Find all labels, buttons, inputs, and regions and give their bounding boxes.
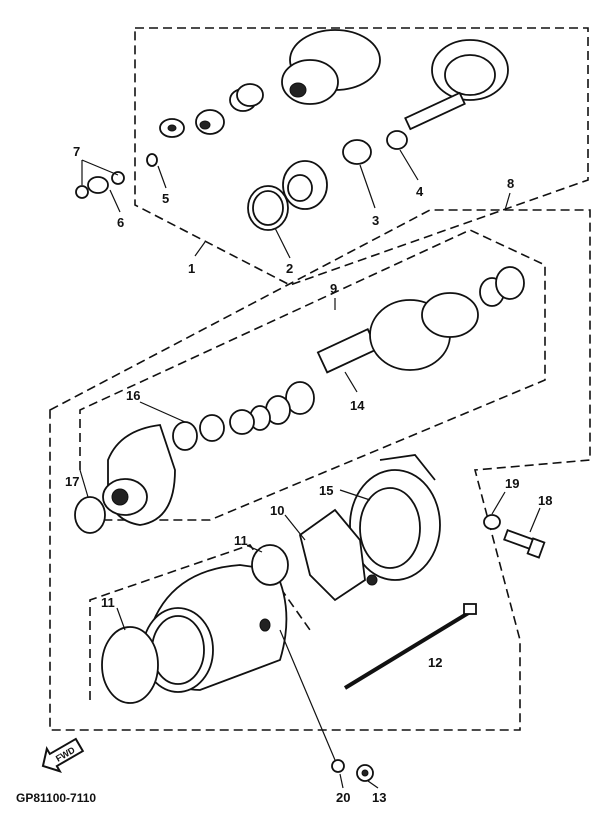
snap-ring — [146, 153, 158, 167]
callout-4: 4 — [416, 184, 424, 199]
washer — [159, 118, 185, 138]
leader-lines — [79, 149, 541, 789]
clutch-housing — [281, 29, 381, 105]
callout-10: 10 — [270, 503, 284, 518]
callout-15: 16 — [126, 388, 140, 403]
front-cover — [102, 424, 176, 526]
rear-cover — [349, 454, 441, 581]
callout-2: 2 — [286, 261, 293, 276]
callout-12: 12 — [428, 655, 442, 670]
washer-19 — [331, 759, 345, 773]
callout-5: 5 — [162, 191, 169, 206]
callout-13: 14 — [350, 398, 365, 413]
gasket-front — [101, 626, 159, 704]
fwd-arrow-icon: FWD — [41, 737, 85, 773]
o-ring — [74, 496, 106, 534]
diagram-code: GP81100-7110 — [16, 791, 96, 805]
gasket-rear — [251, 544, 289, 586]
bolt — [503, 529, 546, 559]
callout-19: 20 — [336, 790, 350, 805]
clip — [342, 139, 372, 165]
callout-20: 13 — [372, 790, 386, 805]
callout-11-front: 11 — [101, 595, 115, 610]
group-9-boundary — [79, 229, 546, 521]
spring-set — [75, 171, 125, 199]
callout-8: 8 — [507, 176, 514, 191]
callout-1: 1 — [188, 261, 195, 276]
retainer-ring — [247, 185, 289, 231]
callout-17: 18 — [538, 493, 552, 508]
callout-16: 17 — [65, 474, 79, 489]
pinion-shaft — [404, 39, 509, 131]
callout-14: 15 — [319, 483, 333, 498]
armature — [316, 292, 479, 374]
callout-18: 19 — [505, 476, 519, 491]
group-11-boundary — [89, 544, 311, 700]
callout-7: 7 — [73, 144, 80, 159]
sleeve — [195, 109, 225, 135]
spring — [229, 83, 264, 112]
callout-9: 9 — [330, 281, 337, 296]
bearing — [282, 160, 328, 210]
group-8-boundary — [49, 209, 591, 731]
callout-6: 6 — [117, 215, 124, 230]
through-bolt — [343, 603, 477, 690]
callout-3: 3 — [372, 213, 379, 228]
group-1-boundary — [134, 27, 589, 286]
brush-holder — [298, 508, 378, 602]
nut-20 — [356, 764, 374, 782]
washer-18 — [483, 514, 501, 530]
yoke — [142, 564, 288, 693]
callout-11-rear: 11 — [234, 533, 248, 548]
circlip — [386, 130, 408, 150]
